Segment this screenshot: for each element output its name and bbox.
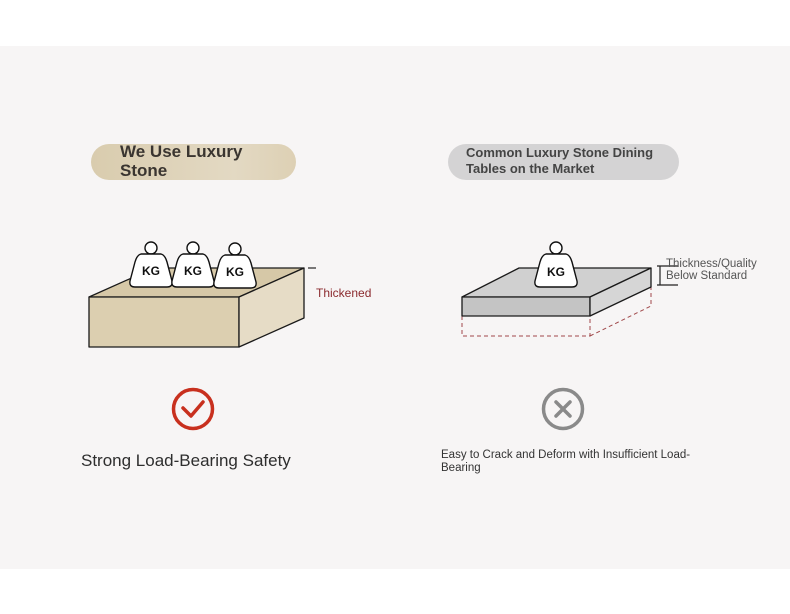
dashed-missing-thickness — [461, 287, 652, 337]
x-circle-icon — [541, 387, 585, 431]
header-pill-right: Common Luxury Stone Dining Tables on the… — [448, 144, 679, 180]
kg-label: KG — [184, 264, 202, 278]
kg-label: KG — [547, 265, 565, 279]
kg-weight-icon: KG — [171, 241, 215, 288]
header-left-title: We Use Luxury Stone — [120, 142, 243, 180]
check-circle-icon — [171, 387, 215, 431]
kg-weight-icon: KG — [213, 242, 257, 289]
below-standard-label: Thickness/Quality Below Standard — [666, 258, 757, 282]
thickness-bracket — [657, 265, 678, 286]
kg-label: KG — [142, 264, 160, 278]
caption-left: Strong Load-Bearing Safety — [81, 451, 291, 470]
kg-weight-icon: KG — [534, 241, 578, 288]
thickened-label: Thickened — [316, 286, 372, 300]
header-right-title: Common Luxury Stone Dining Tables on the… — [466, 145, 654, 176]
header-pill-left: We Use Luxury Stone — [91, 142, 296, 180]
caption-right: Easy to Crack and Deform with Insufficie… — [441, 449, 691, 474]
kg-weight-icon: KG — [129, 241, 173, 288]
kg-label: KG — [226, 265, 244, 279]
thin-stone-slab — [461, 267, 652, 317]
